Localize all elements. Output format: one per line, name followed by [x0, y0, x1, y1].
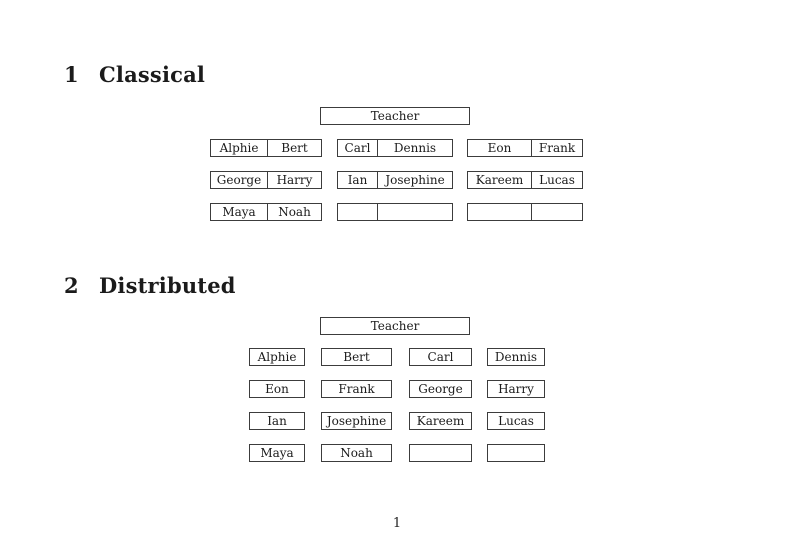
seat-cell — [468, 204, 532, 220]
seat-cell — [378, 204, 452, 220]
student-box: Harry — [487, 380, 545, 398]
desk-box: Alphie Bert — [210, 139, 322, 157]
seat-cell — [338, 204, 378, 220]
student-box: Kareem — [409, 412, 472, 430]
seat-cell: Josephine — [385, 173, 445, 187]
seat-cell: Dennis — [393, 141, 437, 155]
student-box: Eon — [249, 380, 305, 398]
seat-cell: Bert — [281, 141, 308, 155]
seat-cell: Harry — [276, 173, 313, 187]
seat-cell: Maya — [211, 204, 268, 220]
teacher-box: Teacher — [320, 317, 470, 335]
seat-cell — [532, 204, 582, 220]
desk-box: Maya Noah — [210, 203, 322, 221]
student-box: Dennis — [487, 348, 545, 366]
student-box: Ian — [249, 412, 305, 430]
desk-box-empty — [337, 203, 453, 221]
seat-cell: Carl — [338, 140, 378, 156]
student-box: Josephine — [321, 412, 392, 430]
seat-cell: Lucas — [539, 173, 575, 187]
page-number: 1 — [392, 516, 402, 531]
seat-cell: Kareem — [468, 172, 532, 188]
student-box-empty — [409, 444, 472, 462]
section-heading-distributed: 2 Distributed — [64, 273, 236, 298]
desk-box: Kareem Lucas — [467, 171, 583, 189]
desk-box-empty — [467, 203, 583, 221]
student-box: Lucas — [487, 412, 545, 430]
student-box: Carl — [409, 348, 472, 366]
teacher-label: Teacher — [370, 319, 420, 333]
section-title: Distributed — [99, 273, 236, 298]
student-box: Noah — [321, 444, 392, 462]
desk-box: George Harry — [210, 171, 322, 189]
seat-cell: Eon — [468, 140, 532, 156]
teacher-label: Teacher — [370, 109, 420, 123]
section-number: 2 — [64, 273, 79, 298]
student-box: Maya — [249, 444, 305, 462]
desk-box: Eon Frank — [467, 139, 583, 157]
student-box: Alphie — [249, 348, 305, 366]
seat-cell: George — [211, 172, 268, 188]
seat-cell: Frank — [538, 141, 576, 155]
student-box: George — [409, 380, 472, 398]
seat-cell: Noah — [278, 205, 311, 219]
section-number: 1 — [64, 62, 79, 87]
seat-cell: Alphie — [211, 140, 268, 156]
teacher-box: Teacher — [320, 107, 470, 125]
desk-box: Ian Josephine — [337, 171, 453, 189]
student-box: Bert — [321, 348, 392, 366]
student-box-empty — [487, 444, 545, 462]
seat-cell: Ian — [338, 172, 378, 188]
student-box: Frank — [321, 380, 392, 398]
section-title: Classical — [99, 62, 206, 87]
desk-box: Carl Dennis — [337, 139, 453, 157]
section-heading-classical: 1 Classical — [64, 62, 205, 87]
